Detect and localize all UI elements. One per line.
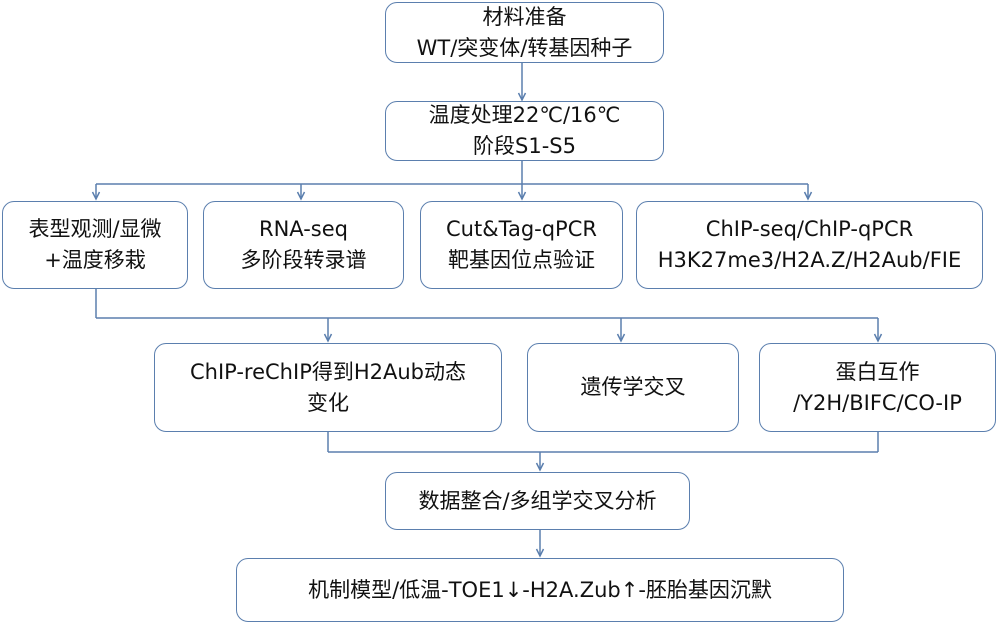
node-cuttag-line1: Cut&Tag-qPCR bbox=[446, 217, 597, 241]
node-model: 机制模型/低温-TOE1↓-H2A.Zub↑-胚胎基因沉默 bbox=[236, 558, 844, 622]
node-temperature-line2: 阶段S1-S5 bbox=[473, 134, 576, 158]
node-protein-line2: /Y2H/BIFC/CO-IP bbox=[793, 390, 962, 415]
node-materials-line1: 材料准备 bbox=[482, 4, 567, 29]
node-cuttag-line2: 靶基因位点验证 bbox=[448, 248, 595, 272]
node-rechip-line1: ChIP-reChIP得到H2Aub动态 bbox=[189, 359, 467, 384]
node-chipseq: ChIP-seq/ChIP-qPCR H3K27me3/H2A.Z/H2Aub/… bbox=[636, 201, 983, 289]
node-phenotype-line2: +温度移栽 bbox=[44, 248, 146, 272]
node-temperature: 温度处理22℃/16℃ 阶段S1-S5 bbox=[385, 101, 664, 161]
node-rnaseq-line1: RNA-seq bbox=[259, 217, 348, 241]
node-rnaseq-line2: 多阶段转录谱 bbox=[240, 248, 367, 272]
node-phenotype-line1: 表型观测/显微 bbox=[28, 217, 162, 241]
node-materials: 材料准备 WT/突变体/转基因种子 bbox=[385, 2, 664, 63]
node-rnaseq: RNA-seq 多阶段转录谱 bbox=[203, 201, 404, 289]
node-genetics: 遗传学交叉 bbox=[527, 343, 739, 432]
node-rechip: ChIP-reChIP得到H2Aub动态 变化 bbox=[154, 343, 502, 432]
node-temperature-line1: 温度处理22℃/16℃ bbox=[428, 103, 621, 127]
node-genetics-line1: 遗传学交叉 bbox=[580, 375, 686, 399]
node-cuttag: Cut&Tag-qPCR 靶基因位点验证 bbox=[420, 201, 623, 289]
node-phenotype: 表型观测/显微 +温度移栽 bbox=[2, 201, 188, 289]
node-protein: 蛋白互作 /Y2H/BIFC/CO-IP bbox=[759, 343, 996, 432]
node-model-line1: 机制模型/低温-TOE1↓-H2A.Zub↑-胚胎基因沉默 bbox=[308, 577, 772, 602]
node-materials-line2: WT/突变体/转基因种子 bbox=[416, 35, 633, 60]
node-chipseq-line1: ChIP-seq/ChIP-qPCR bbox=[705, 217, 914, 241]
node-integration-line1: 数据整合/多组学交叉分析 bbox=[418, 488, 657, 513]
node-protein-line1: 蛋白互作 bbox=[835, 359, 920, 384]
node-rechip-line2: 变化 bbox=[307, 390, 349, 415]
node-integration: 数据整合/多组学交叉分析 bbox=[385, 472, 690, 530]
node-chipseq-line2: H3K27me3/H2A.Z/H2Aub/FIE bbox=[657, 248, 962, 272]
